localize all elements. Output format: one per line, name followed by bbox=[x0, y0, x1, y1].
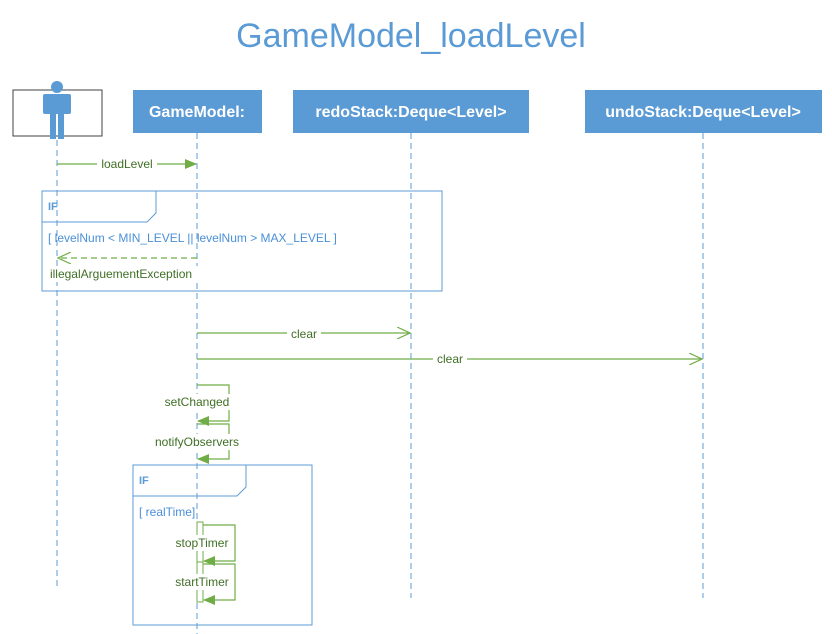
message-stop-timer: stopTimer bbox=[170, 524, 236, 566]
message-label-clear-redo: clear bbox=[291, 327, 317, 341]
lifeline-label-redostack: redoStack:Deque<Level> bbox=[315, 104, 506, 121]
fragment-keyword-real-time: IF bbox=[139, 475, 149, 487]
message-illegal-argument: illegalArguementException bbox=[44, 258, 198, 282]
message-load-level: loadLevel bbox=[57, 156, 197, 172]
message-notify-observers: notifyObservers bbox=[148, 423, 244, 464]
person-icon bbox=[43, 81, 71, 139]
message-label-clear-undo: clear bbox=[437, 352, 463, 366]
message-clear-redo: clear bbox=[197, 326, 410, 341]
message-label-start-timer: startTimer bbox=[175, 575, 229, 589]
diagram-title: GameModel_loadLevel bbox=[236, 17, 586, 55]
lifeline-label-undostack: undoStack:Deque<Level> bbox=[605, 104, 801, 121]
lifeline-label-gamemodel: GameModel: bbox=[149, 104, 245, 121]
combined-fragment-real-time: IF [ realTime] bbox=[132, 464, 313, 626]
lifeline-head-redostack: redoStack:Deque<Level> bbox=[293, 90, 529, 133]
message-label-load-level: loadLevel bbox=[101, 157, 152, 171]
lifeline-head-gamemodel: GameModel: bbox=[133, 90, 262, 133]
message-set-changed: setChanged bbox=[160, 384, 232, 426]
fragment-guard-real-time: [ realTime] bbox=[139, 505, 195, 519]
lifeline-head-undostack: undoStack:Deque<Level> bbox=[585, 90, 822, 133]
message-label-set-changed: setChanged bbox=[165, 395, 230, 409]
message-clear-undo: clear bbox=[197, 352, 702, 367]
combined-fragment-level-check: IF [ levelNum < MIN_LEVEL || levelNum > … bbox=[41, 190, 443, 292]
fragment-keyword-level-check: IF bbox=[48, 201, 58, 213]
actor bbox=[12, 81, 103, 139]
message-label-stop-timer: stopTimer bbox=[176, 536, 229, 550]
message-label-notify-observers: notifyObservers bbox=[155, 435, 239, 449]
message-label-illegal-argument: illegalArguementException bbox=[50, 267, 192, 281]
message-start-timer: startTimer bbox=[170, 563, 236, 605]
fragment-guard-level-check: [ levelNum < MIN_LEVEL || levelNum > MAX… bbox=[48, 231, 337, 245]
